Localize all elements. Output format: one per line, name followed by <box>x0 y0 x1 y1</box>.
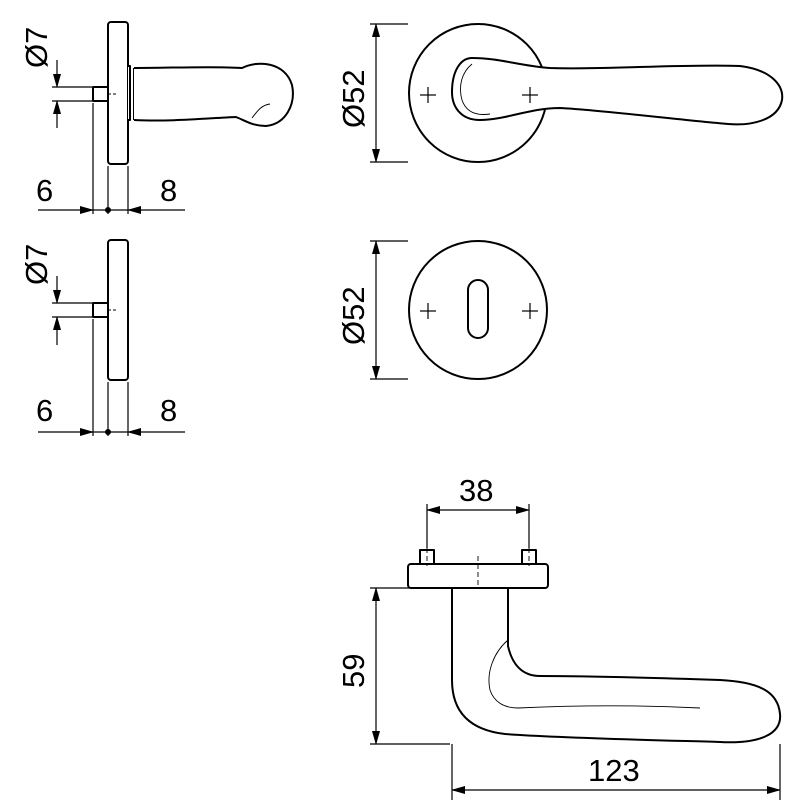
label-length-123: 123 <box>588 753 640 788</box>
dim-offset-6-8-a: 6 8 <box>36 103 185 214</box>
dim-height-59: 59 <box>336 587 450 745</box>
spindle-side <box>92 86 109 102</box>
keyhole-pin-side <box>92 302 109 318</box>
label-diameter-7-a: Ø7 <box>19 27 54 68</box>
handle-neck-side <box>128 65 131 121</box>
front-view-handle: Ø52 <box>336 23 784 163</box>
dim-diameter-52-a: Ø52 <box>336 23 408 163</box>
keyhole-slot <box>467 279 489 339</box>
rose-plate-side <box>107 21 129 165</box>
label-height-59: 59 <box>336 654 371 688</box>
dim-diameter-7-b: Ø7 <box>19 244 92 345</box>
dim-diameter-52-b: Ø52 <box>336 240 408 380</box>
label-offset-6-a: 6 <box>36 173 53 208</box>
dim-offset-6-8-b: 6 8 <box>36 319 185 436</box>
label-spacing-38: 38 <box>459 473 493 508</box>
lever-front <box>451 57 784 126</box>
dim-length-123: 123 <box>451 744 781 800</box>
dim-diameter-7-a: Ø7 <box>19 27 92 128</box>
side-view-keyhole: Ø7 6 8 <box>19 239 185 436</box>
label-diameter-52-b: Ø52 <box>336 286 371 345</box>
lever-top <box>451 587 782 744</box>
label-offset-6-b: 6 <box>36 393 53 428</box>
front-view-keyhole: Ø52 <box>336 240 548 380</box>
label-diameter-52-a: Ø52 <box>336 69 371 128</box>
label-diameter-7-b: Ø7 <box>19 244 54 285</box>
label-offset-8-b: 8 <box>160 393 177 428</box>
dim-spacing-38: 38 <box>426 473 530 548</box>
top-view: 38 59 123 <box>336 473 782 800</box>
handle-body-side <box>133 62 294 127</box>
label-offset-8-a: 8 <box>160 173 177 208</box>
side-view-handle: Ø7 6 8 <box>19 21 294 214</box>
